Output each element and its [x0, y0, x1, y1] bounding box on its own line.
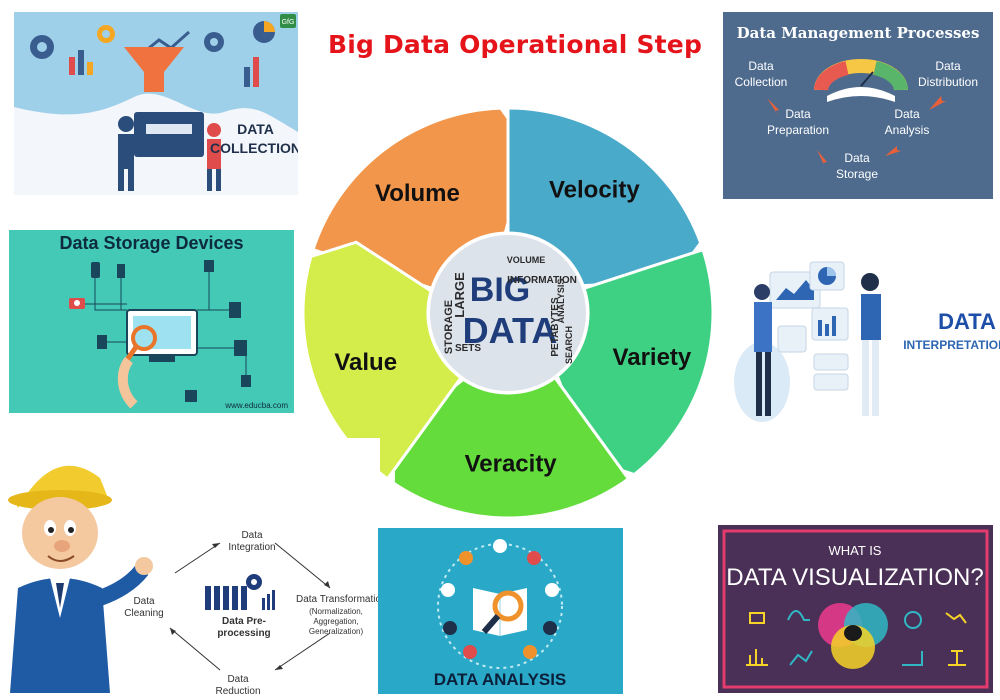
data-storage-title: Data Storage Devices: [59, 233, 244, 253]
cycle-segment-veracity: [391, 375, 631, 520]
gear-icon: [30, 35, 54, 59]
cycle-label-value: Value: [334, 349, 397, 376]
cycle-segment-variety: [555, 247, 715, 477]
data-interpretation-panel: DATA INTERPRETATION: [722, 232, 1000, 432]
dm-step-storage: Data Storage: [835, 151, 879, 181]
data-storage-panel: Data Storage Devices www.educba.com: [9, 230, 294, 413]
camera-icon: [69, 298, 85, 309]
tree-chart-icon: [749, 612, 765, 624]
visualization-line1: WHAT IS: [829, 543, 882, 558]
donut-chart-icon: [904, 611, 922, 629]
cycle-segment-velocity: [506, 106, 703, 288]
person-figure-left: [754, 284, 772, 416]
dm-step-collection: Data Collection: [734, 59, 788, 89]
cycle-label-volume: Volume: [375, 180, 460, 207]
data-collection-line2: COLLECTION: [210, 140, 298, 156]
phone-icon: [91, 262, 100, 278]
interpretation-line1: DATA: [938, 309, 996, 334]
word-cloud-word: ANALYSIS: [556, 279, 566, 324]
word-cloud-word: VOLUME: [507, 255, 546, 265]
data-preprocessing-panel: Data Integration Data Transformation (No…: [0, 438, 380, 700]
server-icon: [205, 586, 247, 610]
dm-step-preparation: Data Preparation: [766, 107, 830, 137]
visualization-illustration: WHAT IS DATA VISUALIZATION?: [722, 529, 989, 689]
pp-step-cleaning: Data Cleaning: [124, 596, 164, 619]
dm-step-analysis: Data Analysis: [884, 107, 930, 137]
cycle-label-veracity: Veracity: [465, 450, 558, 477]
cycle-segment-volume: [311, 106, 531, 291]
gear-icon: [97, 25, 115, 43]
curve-chart-icon: [787, 610, 810, 621]
management-illustration: [767, 59, 946, 167]
sdcard-icon: [204, 260, 214, 272]
data-management-title: Data Management Processes: [736, 24, 980, 42]
educba-footer: www.educba.com: [225, 401, 288, 410]
chip-icon: [185, 390, 197, 402]
interpretation-illustration: DATA INTERPRETATION: [734, 261, 1000, 422]
cycle-segment-value: [301, 240, 464, 481]
pp-step-integration: Data Integration: [228, 530, 276, 553]
word-cloud-word: LARGE: [452, 272, 467, 318]
data-collection-panel: GfG DATA COLLECTION: [14, 12, 298, 195]
data-collection-label: DATA COLLECTION: [210, 120, 298, 158]
page-title: Big Data Operational Step: [327, 30, 703, 59]
word-cloud-word: DATA: [463, 310, 558, 351]
gear-icon: [204, 32, 224, 52]
word-cloud-disk: [430, 235, 586, 391]
pp-step-transformation: Data Transformation: [296, 594, 380, 605]
visualization-line2: DATA VISUALIZATION?: [726, 564, 983, 591]
calculator-icon: [97, 335, 107, 349]
harddisk-icon: [234, 340, 247, 356]
word-cloud-word: BIG: [470, 271, 530, 309]
person-figure-right: [861, 273, 881, 416]
network-icon: [789, 650, 813, 666]
data-analysis-panel: DATA ANALYSIS: [378, 528, 623, 694]
data-management-panel: Data Management Processes Data Collectio…: [723, 12, 993, 199]
cycle-label-variety: Variety: [613, 344, 692, 371]
bar-chart-icon: [746, 649, 768, 666]
gfg-logo: GfG: [282, 19, 295, 26]
scatter-icon: [902, 651, 923, 666]
word-cloud-word: INFORMATION: [507, 275, 577, 286]
drive-icon: [229, 302, 241, 318]
preprocessing-illustration: [8, 465, 331, 693]
line-chart-icon: [945, 612, 967, 624]
data-analysis-label: DATA ANALYSIS: [434, 670, 567, 689]
magnifier-icon: [481, 590, 524, 634]
hierarchy-icon: [948, 650, 966, 666]
cycle-label-velocity: Velocity: [549, 177, 640, 204]
word-cloud-word: SETS: [455, 343, 481, 354]
analysis-illustration: DATA ANALYSIS: [434, 539, 567, 689]
dm-step-distribution: Data Distribution: [917, 59, 979, 89]
pp-step-reduction: Data Reduction: [215, 674, 261, 697]
interpretation-line2: INTERPRETATION: [903, 338, 1000, 352]
battery-icon: [241, 375, 251, 387]
data-collection-illustration: GfG: [14, 12, 298, 191]
storage-illustration: [69, 260, 251, 409]
word-cloud-word: SEARCH: [564, 326, 574, 364]
bar-chart-icon: [262, 590, 275, 610]
arrow-icon: [767, 96, 946, 167]
construction-worker-figure: [8, 465, 153, 693]
word-cloud-word: STORAGE: [443, 300, 455, 354]
word-cloud-word: PETABYTES: [550, 297, 561, 357]
pp-step-transformation-detail: (Normalization, Aggregation, Generalizat…: [308, 607, 364, 636]
pp-center-label: Data Pre-processing: [217, 616, 271, 639]
usb-icon: [117, 264, 125, 278]
data-collection-line1: DATA: [237, 121, 274, 137]
gear-icon: [246, 574, 262, 590]
data-visualization-panel: WHAT IS DATA VISUALIZATION?: [718, 525, 993, 693]
